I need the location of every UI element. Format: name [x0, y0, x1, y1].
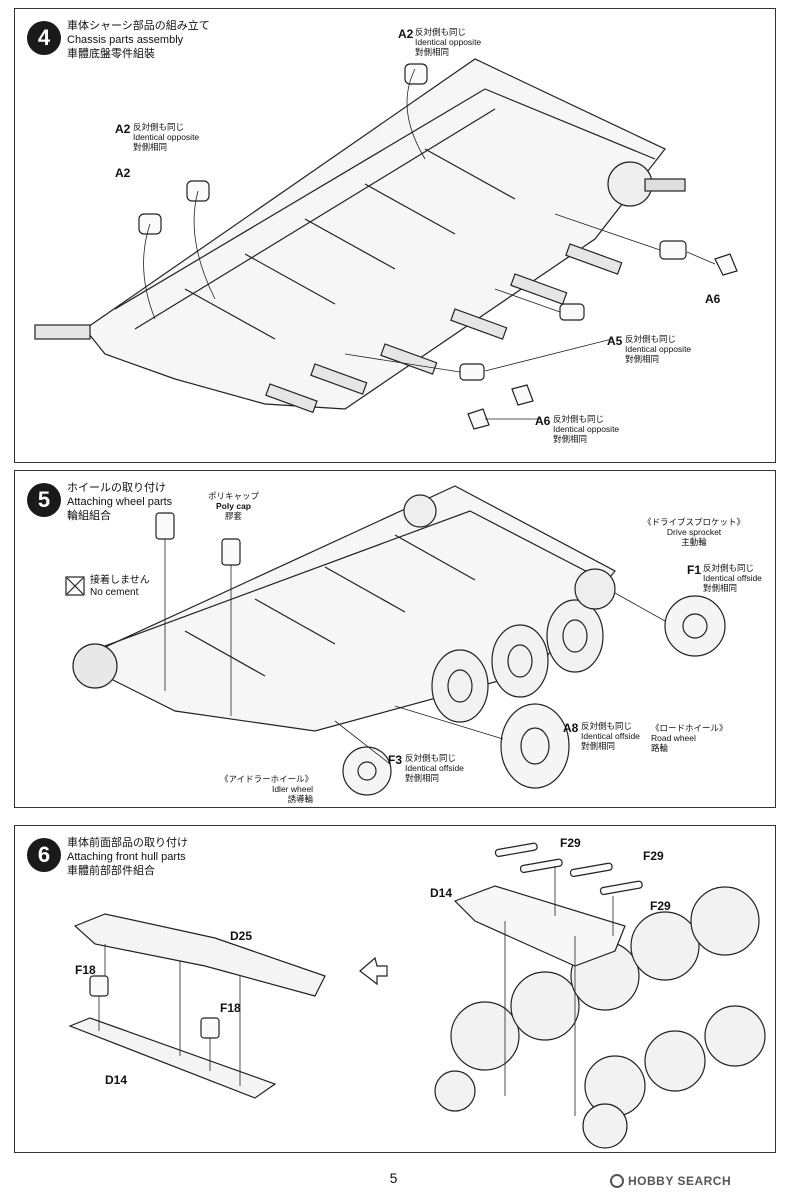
no-cement-icon: [65, 576, 85, 596]
polycap-label: ポリキャップ Poly cap 膠套: [208, 491, 260, 521]
step-title-zh: 車體底盤零件組裝: [67, 48, 155, 60]
part-d14-label: D14: [430, 886, 453, 900]
part-f29-label: F29: [643, 849, 664, 863]
step-number: 5: [27, 483, 61, 517]
part-f1-label: F1: [687, 563, 702, 577]
page-number: 5: [389, 1170, 398, 1186]
hobby-search-logo-icon: [610, 1174, 624, 1188]
step-4-panel: 4 車体シャーシ部品の組み立て Chassis parts assembly 車…: [14, 8, 776, 463]
drive-sprocket-label: 《ドライブスプロケット》 Drive sprocket 主動輪: [643, 517, 746, 547]
watermark: HOBBY SEARCH: [610, 1174, 731, 1188]
part-a2-label: A2: [115, 122, 131, 136]
step-number: 6: [27, 838, 61, 872]
step-title-en: Attaching front hull parts: [67, 851, 186, 863]
step-title-jp: ホイールの取り付け: [67, 482, 166, 494]
part-a6-label: A6: [705, 292, 721, 306]
no-cement-label: 接着しません No cement: [90, 575, 150, 598]
part-a5-label: A5: [607, 334, 623, 348]
idler-wheel-label: 《アイドラーホイール》 Idler wheel 誘導輪: [220, 774, 314, 804]
part-f18-label: F18: [220, 1001, 241, 1015]
step-title-jp: 車体前面部品の取り付け: [67, 837, 188, 849]
step-5-panel: 5 ホイールの取り付け Attaching wheel parts 輪組組合: [14, 470, 776, 808]
front-hull-illustration: [68, 842, 766, 1149]
part-a2-label: A2: [115, 166, 131, 180]
step-title-en: Attaching wheel parts: [67, 496, 173, 508]
step-title-zh: 輪組組合: [67, 510, 111, 522]
part-a8-label: A8: [563, 721, 579, 735]
step-title-en: Chassis parts assembly: [67, 34, 184, 46]
step-number: 4: [27, 21, 61, 55]
part-d25-label: D25: [230, 929, 253, 943]
part-f29-label: F29: [560, 836, 581, 850]
road-wheel-label: 《ロードホイール》 Road wheel 路輪: [651, 723, 728, 753]
part-f29-label: F29: [650, 899, 671, 913]
part-f18-label: F18: [75, 963, 96, 977]
part-a6-label: A6: [535, 414, 551, 428]
part-a2-label: A2: [398, 27, 414, 41]
step-title: 車体前面部品の取り付け Attaching front hull parts 車…: [67, 836, 188, 878]
part-d14-label: D14: [105, 1073, 128, 1087]
part-f3-label: F3: [388, 753, 403, 767]
chassis-assembly-illustration: [34, 58, 738, 430]
step-title-jp: 車体シャーシ部品の組み立て: [67, 20, 210, 32]
step-title: 車体シャーシ部品の組み立て Chassis parts assembly 車體底…: [67, 19, 210, 61]
step-title-zh: 車體前部部件組合: [67, 865, 155, 877]
wheel-assembly-illustration: [72, 485, 726, 796]
step-title: ホイールの取り付け Attaching wheel parts 輪組組合: [67, 481, 172, 523]
step-6-panel: 6 車体前面部品の取り付け Attaching front hull parts…: [14, 825, 776, 1153]
